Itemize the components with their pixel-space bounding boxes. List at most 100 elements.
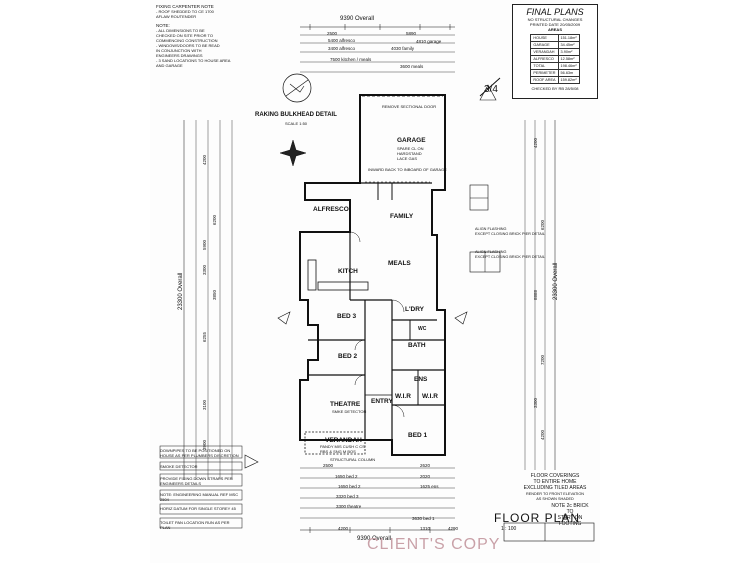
bottom-dim: 4290 xyxy=(448,526,459,531)
garage-note: HARDSTAND xyxy=(397,151,422,156)
final-plans-panel: FINAL PLANS NO STRUCTURAL CHANGES PRINTE… xyxy=(512,4,598,99)
verandah-notes: PANDY MIS CUSH C CS RBS & SNG M BOS xyxy=(320,444,365,454)
north-marker-label: 3/4 xyxy=(484,84,498,95)
room-kitchen: KITCH xyxy=(338,268,358,275)
bottom-dim: 4200 xyxy=(338,526,349,531)
legend-item: PROVIDE FIXING DOWN STRAPS PER ENGINEERS… xyxy=(160,476,233,486)
right-notes: ALIGN FLASHING EXCEPT CLOSING BRICK PIER… xyxy=(475,227,545,259)
note-line: - WINDOWS/DOORS TO BE READ xyxy=(156,43,220,48)
room-alfresco: ALFRESCO xyxy=(313,206,349,213)
brick-note-line: START ON FOOTING xyxy=(557,515,583,527)
verandah-note: RBS & SNG M BOS xyxy=(320,449,356,454)
final-plans-date: PRINTED DATE 20/05/2009 xyxy=(529,22,581,27)
legend-item: TOILET PAN LOCATION RUN AS PER PLAN xyxy=(160,520,230,530)
note-line: COMMENCING CONSTRUCTION xyxy=(156,38,218,43)
area-name: ROOF AREA xyxy=(530,76,559,84)
right-note: ALIGN FLASHING xyxy=(475,250,507,254)
raking-scale: SCALE 1:50 xyxy=(285,121,308,126)
room-bed2: BED 2 xyxy=(338,353,358,360)
floor-plan-title: FLOOR PLAN xyxy=(494,511,581,525)
floor-coverings-line: TO ENTIRE HOME xyxy=(533,479,577,485)
final-plans-title: FINAL PLANS xyxy=(526,7,584,17)
fixing-note: FIXING CARPENTER NOTE - ROOF SHEDDED TO … xyxy=(156,4,244,68)
bottom-dim: 2500 xyxy=(323,463,334,468)
bottom-dim: 3320 bed 3 xyxy=(336,494,359,499)
overall-bottom-dim: 9390 Overall xyxy=(357,536,392,542)
note-line: - 3 SAND LOCATIONS TO HOUSE AREA xyxy=(156,58,231,63)
render-note: RENDER TO FRONT ELEVATION AS SHOWN SHADE… xyxy=(512,492,598,501)
bottom-dim: 3300 theatre xyxy=(336,504,362,509)
overall-top-dim: 9390 Overall xyxy=(340,16,375,22)
note-title: NOTE: xyxy=(156,23,170,28)
legend-item: NOTE: ENGINEERING MANUAL REF MSC 2504 xyxy=(160,492,239,502)
bottom-dim: 1625 ens xyxy=(420,484,439,489)
bottom-dim: 3630 bed 1 xyxy=(412,516,435,521)
garage-note: SPARE CL ON xyxy=(397,146,424,151)
legend-item: SMOKE DETECTOR xyxy=(160,464,198,469)
bottom-dim: 1650 bed 2 xyxy=(338,484,361,489)
room-garage: GARAGE xyxy=(397,137,426,144)
garage-door-note: INWARD BACK TO INBOARD OF GARAGE xyxy=(368,167,447,172)
bottom-dim: 2620 xyxy=(420,463,431,468)
legend-item: DOWNPIPES TO BE POSITIONED ON HOUSE AS P… xyxy=(160,448,239,458)
verandah-note: PANDY MIS CUSH C CS xyxy=(320,444,365,449)
brick-note: NOTE 2c BRICK TO START ON FOOTING xyxy=(548,503,592,527)
top-dim: 2500 xyxy=(327,31,338,36)
room-bed3: BED 3 xyxy=(337,313,357,320)
note-line: ENGINEERS DRAWINGS xyxy=(156,53,203,58)
right-note: ALIGN FLASHING xyxy=(475,227,507,231)
floor-coverings-line: EXCLUDING TILED AREAS xyxy=(523,485,587,491)
room-bed1: BED 1 xyxy=(408,432,428,439)
top-dim: 5890 xyxy=(406,31,417,36)
right-note: EXCEPT CLOSING BRICK PIER DETAIL xyxy=(475,231,545,236)
raking-bulkhead-title: RAKING BULKHEAD DETAIL xyxy=(255,112,337,118)
right-note: EXCEPT CLOSING BRICK PIER DETAIL xyxy=(475,254,545,259)
structural-column-note: STRUCTURAL COLUMN xyxy=(330,457,376,462)
scale-label: 1 : 100 xyxy=(501,526,517,532)
theatre-note: SMKE DETECTOR xyxy=(332,409,367,414)
note-line: AND GARAGE xyxy=(156,63,183,68)
legend-item: HORIZ DATUM FOR SINGLE STOREY 45 xyxy=(160,506,236,511)
fixing-note-line: - ROOF SHEDDED TO CE 1700 xyxy=(156,9,214,14)
top-dim: 7500 kitchen / meals xyxy=(330,57,372,62)
bottom-dim: 2020 xyxy=(420,474,431,479)
top-dim: 3400 alfresco xyxy=(328,46,356,51)
garage-top-note: REMOVE SECTIONAL DOOR xyxy=(382,104,437,109)
top-dim: 5400 alfresco xyxy=(328,38,356,43)
note-line: CHECKED ON SITE PRIOR TO xyxy=(156,33,213,38)
checked-by: CHECKED BY RB 28/5/08 xyxy=(531,86,579,91)
areas-label: AREAS xyxy=(547,27,562,32)
room-entry: ENTRY xyxy=(371,398,393,405)
floor-coverings-line: FLOOR COVERINGS xyxy=(530,473,580,479)
fixing-note-title: FIXING CARPENTER NOTE xyxy=(156,4,214,9)
legend: DOWNPIPES TO BE POSITIONED ON HOUSE AS P… xyxy=(160,448,240,532)
room-family: FAMILY xyxy=(390,213,414,220)
floor-coverings-note: FLOOR COVERINGS TO ENTIRE HOME EXCLUDING… xyxy=(512,473,598,491)
room-wir-left: W.I.R xyxy=(395,393,411,400)
garage-note: LACE GAS xyxy=(397,156,418,161)
brick-note-line: NOTE 2c BRICK TO xyxy=(551,503,589,515)
top-dim: 3600 meals xyxy=(400,64,424,69)
render-note-line: AS SHOWN SHADED xyxy=(536,496,574,501)
note-line: - ALL DIMENSIONS TO BE xyxy=(156,28,205,33)
garage-notes: SPARE CL ON HARDSTAND LACE GAS xyxy=(397,146,423,161)
room-ensuite: ENS xyxy=(414,376,428,383)
note-line: IN CONJUNCTION WITH xyxy=(156,48,202,53)
room-bath: BATH xyxy=(408,342,426,349)
room-wir-right: W.I.R xyxy=(422,393,438,400)
top-dim: 4810 garage xyxy=(416,39,442,44)
bottom-dim: 1310 xyxy=(420,526,431,531)
final-plans-subtitle: NO STRUCTURAL CHANGES xyxy=(527,17,583,22)
clients-copy-watermark: CLIENT'S COPY xyxy=(367,536,501,553)
room-wc: WC xyxy=(418,326,427,332)
room-meals: MEALS xyxy=(388,260,411,267)
room-verandah: VERANDAH xyxy=(325,437,362,444)
room-theatre: THEATRE xyxy=(330,401,361,408)
top-dim: 4030 family xyxy=(391,46,415,51)
render-note-line: RENDER TO FRONT ELEVATION xyxy=(525,492,585,496)
fixing-note-line: AFLAW ROUTENDER xyxy=(156,14,197,19)
room-laundry: L'DRY xyxy=(405,306,424,313)
